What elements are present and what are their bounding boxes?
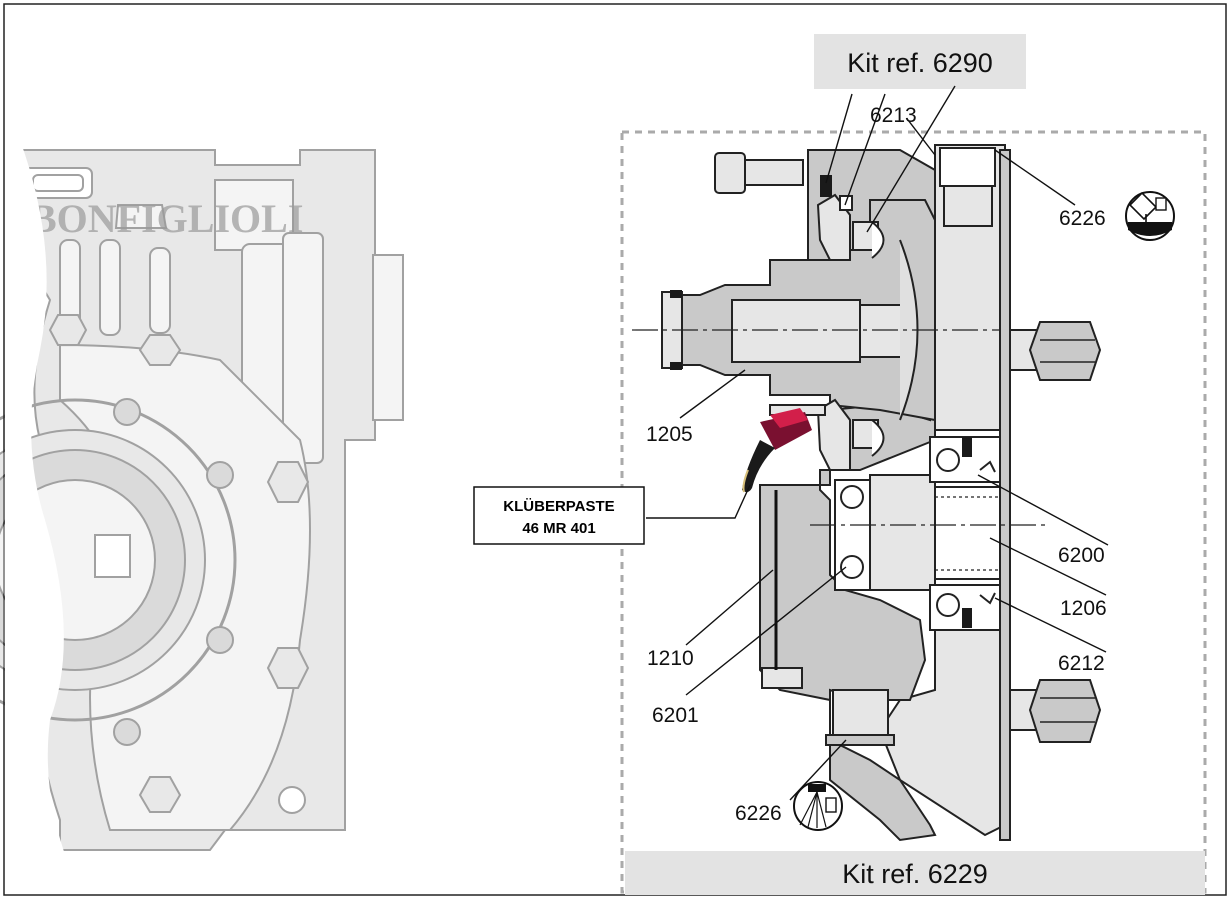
label-6200: 6200 bbox=[1058, 544, 1105, 567]
gearbox-housing-illustration bbox=[0, 149, 404, 851]
kit-top-box bbox=[814, 34, 1026, 89]
kit-bottom-box bbox=[625, 851, 1205, 895]
leader-lines bbox=[646, 85, 1109, 801]
label-1206: 1206 bbox=[1060, 597, 1107, 620]
page-border bbox=[3, 3, 1227, 896]
label-6212: 6212 bbox=[1058, 652, 1105, 675]
label-6226-top: 6226 bbox=[1059, 207, 1106, 230]
bolt-head-lower bbox=[1028, 679, 1102, 743]
bolt-head-upper bbox=[1028, 321, 1102, 381]
kit-bottom-label: Kit ref. 6229 bbox=[842, 859, 988, 889]
pinion bbox=[869, 474, 936, 591]
cross-section bbox=[632, 144, 1102, 842]
lubricant-callout bbox=[473, 486, 645, 545]
spray-lubricant-icon bbox=[793, 781, 843, 831]
label-6213: 6213 bbox=[870, 104, 917, 127]
oil-fill-icon bbox=[1125, 191, 1175, 241]
lubricant-name: KLÜBERPASTE bbox=[503, 498, 614, 515]
grease-brush-icon bbox=[742, 408, 812, 493]
label-6201: 6201 bbox=[652, 704, 699, 727]
pinion-shaft bbox=[934, 486, 1001, 580]
brand-logo-text: BONFIGLIOLI bbox=[30, 196, 303, 241]
label-1210: 1210 bbox=[647, 647, 694, 670]
kit-top-label: Kit ref. 6290 bbox=[847, 48, 993, 78]
label-6226-bottom: 6226 bbox=[735, 802, 782, 825]
label-1205: 1205 bbox=[646, 423, 693, 446]
lubricant-grade: 46 MR 401 bbox=[522, 520, 595, 537]
shaft-bore bbox=[731, 299, 861, 363]
